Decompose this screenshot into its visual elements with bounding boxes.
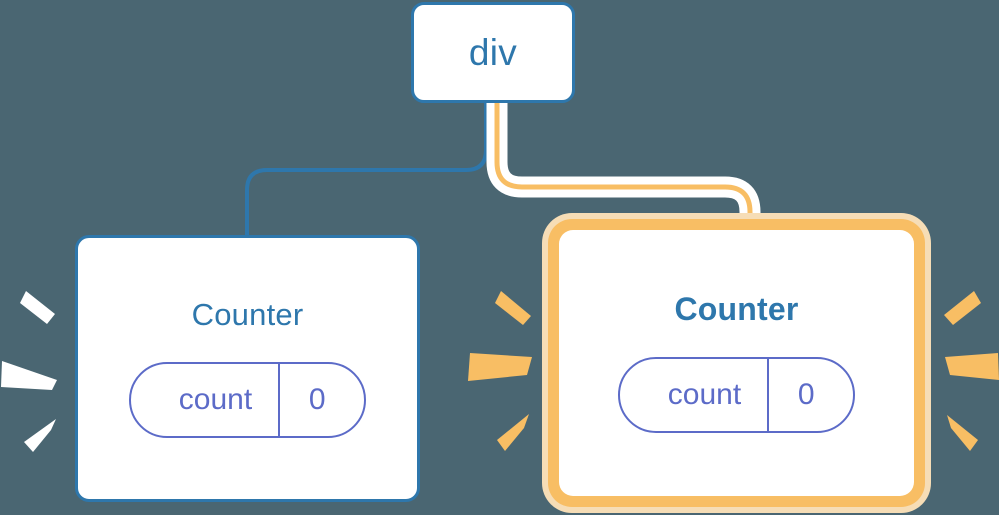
edge-root-to-right-counter-halo — [486, 103, 761, 232]
node-counter-right-title: Counter — [674, 291, 799, 327]
edge-root-to-left-counter — [245, 103, 488, 235]
state-pill-left-value: 0 — [278, 364, 364, 436]
node-counter-left[interactable]: Counter count 0 — [75, 235, 420, 502]
node-div[interactable]: div — [411, 2, 575, 103]
edge-root-to-right-counter — [494, 103, 753, 232]
node-counter-right[interactable]: Counter count 0 — [548, 219, 925, 507]
state-pill-right-value: 0 — [767, 359, 853, 431]
node-counter-right-inner: Counter count 0 — [559, 230, 914, 496]
node-div-label: div — [468, 32, 518, 73]
state-pill-left-key: count — [178, 383, 253, 416]
node-counter-left-title: Counter — [191, 297, 304, 332]
state-pill-right-key: count — [667, 378, 742, 411]
state-pill-right: count 0 — [617, 357, 856, 433]
state-pill-left: count 0 — [128, 362, 367, 438]
